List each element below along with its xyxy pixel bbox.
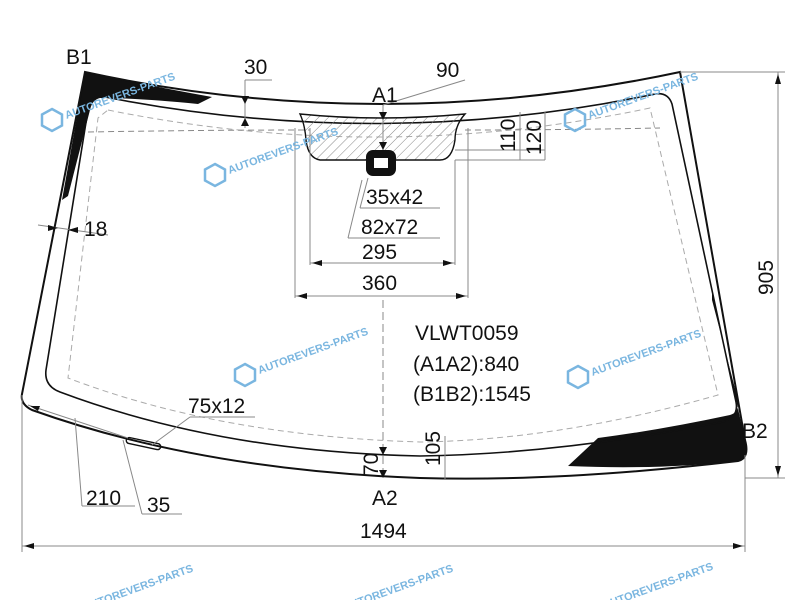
- svg-text:AUTOREVERS-PARTS: AUTOREVERS-PARTS: [81, 563, 194, 600]
- watermark: AUTOREVERS-PARTS: [233, 326, 370, 388]
- point-b2: B2: [742, 420, 768, 443]
- point-b1: B1: [66, 46, 92, 69]
- watermark: AUTOREVERS-PARTS: [81, 563, 194, 600]
- ar-logo-icon: [563, 107, 587, 133]
- dim-110: 110: [497, 119, 520, 152]
- spec-b1b2: (B1B2):1545: [413, 383, 531, 406]
- svg-text:AUTOREVERS-PARTS: AUTOREVERS-PARTS: [601, 561, 714, 600]
- dim-18: 18: [84, 218, 107, 241]
- svg-text:AUTOREVERS-PARTS: AUTOREVERS-PARTS: [341, 563, 454, 600]
- svg-text:AUTOREVERS-PARTS: AUTOREVERS-PARTS: [256, 326, 369, 377]
- ar-logo-icon: [233, 362, 257, 388]
- dim-75x12: 75x12: [188, 395, 245, 418]
- glass-outline: [20, 70, 748, 480]
- dim-82x72: 82x72: [361, 216, 418, 239]
- black-band-b1: [62, 72, 212, 200]
- ar-logo-icon: [40, 107, 64, 133]
- svg-text:AUTOREVERS-PARTS: AUTOREVERS-PARTS: [589, 328, 702, 379]
- dim-120: 120: [523, 120, 546, 155]
- point-a1: A1: [372, 84, 398, 107]
- dim-90: 90: [436, 59, 459, 82]
- dim-360: 360: [362, 272, 397, 295]
- dashed-line: [67, 107, 719, 443]
- dim-105: 105: [422, 431, 445, 466]
- ar-logo-icon: [566, 364, 590, 390]
- spec-a1a2: (A1A2):840: [413, 353, 519, 376]
- vin-window: [125, 436, 162, 451]
- black-band-b2: [568, 292, 747, 468]
- watermark: AUTOREVERS-PARTS: [341, 563, 454, 600]
- point-a2: A2: [372, 487, 398, 510]
- dim-1494: 1494: [360, 520, 407, 543]
- dim-295: 295: [362, 241, 397, 264]
- dimension-arrows: [24, 74, 781, 549]
- watermark: AUTOREVERS-PARTS: [601, 561, 714, 600]
- dim-35x42: 35x42: [366, 186, 423, 209]
- watermark: AUTOREVERS-PARTS: [566, 328, 703, 390]
- dim-70: 70: [360, 453, 383, 476]
- ar-logo-icon: [203, 162, 227, 188]
- dimension-lines: [21, 71, 785, 552]
- dim-210: 210: [86, 487, 121, 510]
- part-code: VLWT0059: [415, 322, 519, 345]
- watermark: AUTOREVERS-PARTS: [563, 71, 700, 133]
- dim-30: 30: [244, 56, 267, 79]
- glass-inner-outline: [44, 92, 738, 457]
- dim-35: 35: [147, 494, 170, 517]
- dim-905: 905: [755, 260, 778, 295]
